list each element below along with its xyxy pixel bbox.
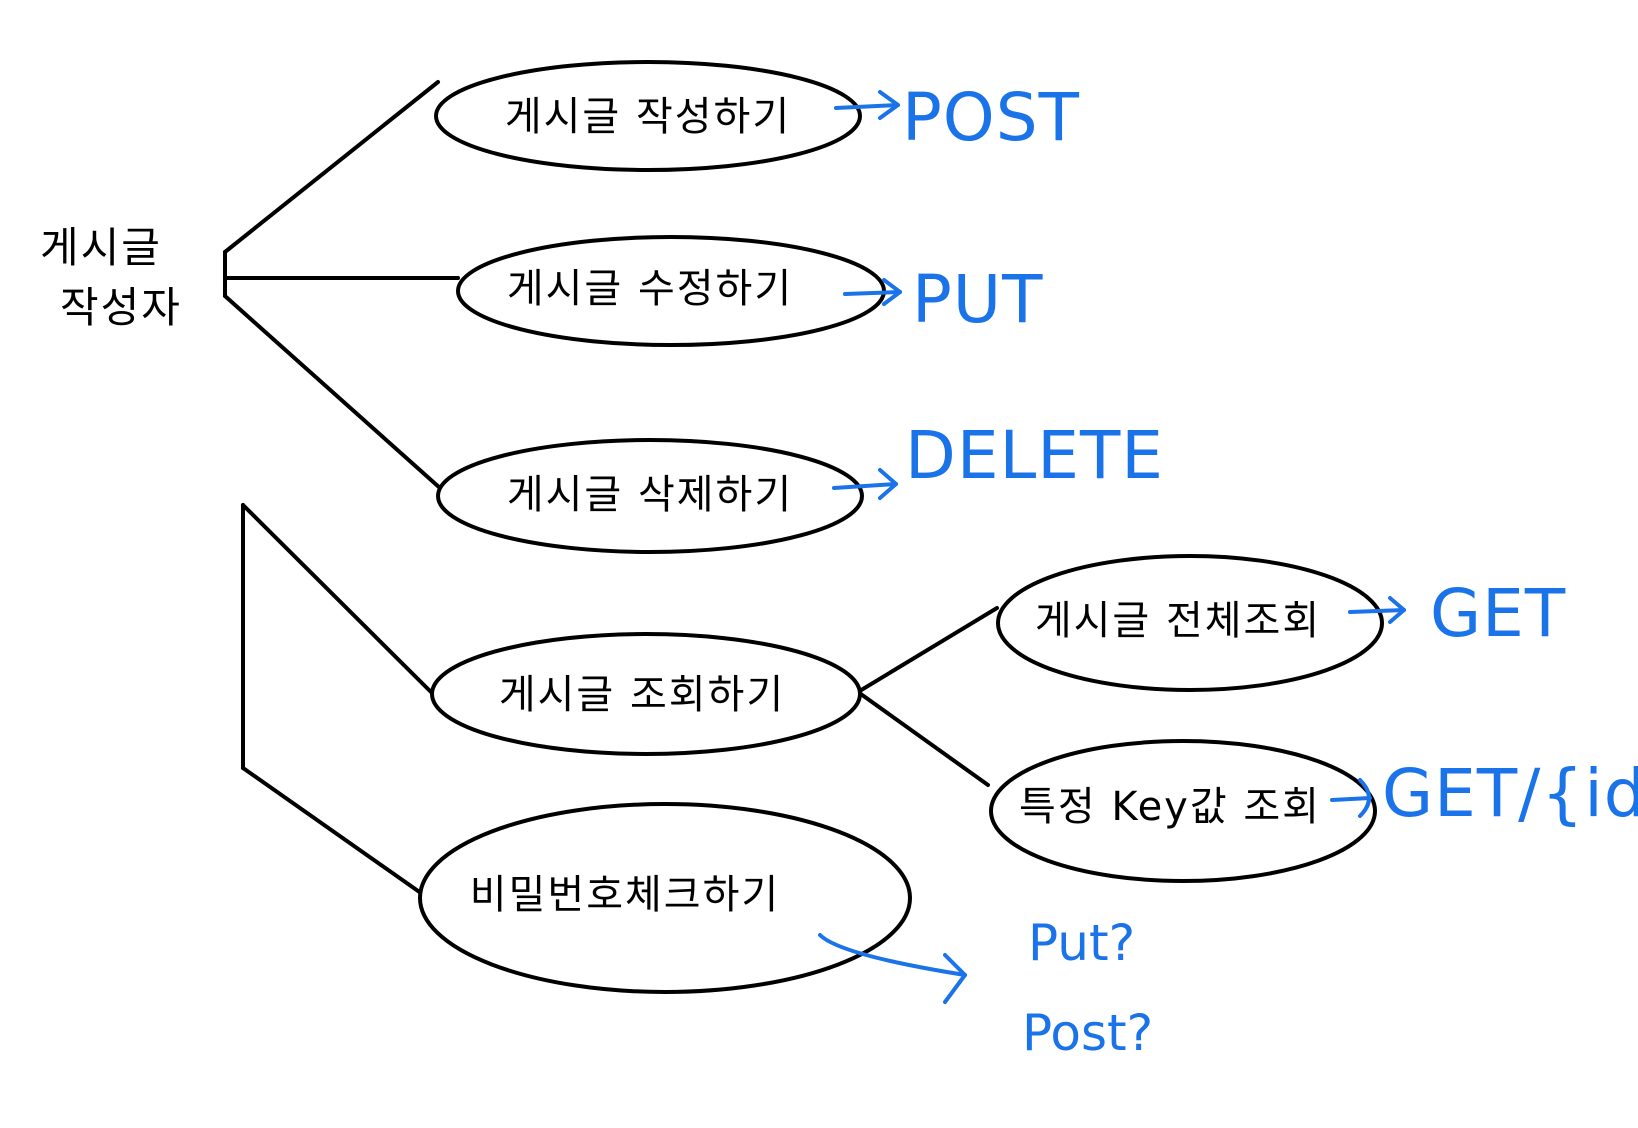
connector-delete xyxy=(223,294,442,490)
arrow-check-password xyxy=(818,933,967,1004)
method-put-question: Put? xyxy=(1028,914,1135,972)
use-case-check-password-ellipse xyxy=(418,802,912,994)
use-case-delete-label: 게시글 삭제하기 xyxy=(507,472,793,518)
use-case-create-ellipse xyxy=(434,60,862,172)
arrow-check-password-shaft xyxy=(818,933,967,977)
method-put: PUT xyxy=(912,261,1043,338)
use-case-read-by-key[interactable]: 특정 Key값 조회 xyxy=(989,739,1377,883)
use-case-read-all-label: 게시글 전체조회 xyxy=(1035,598,1321,644)
use-case-check-password-label: 비밀번호체크하기 xyxy=(470,872,780,918)
method-get-id: GET/{id} xyxy=(1382,755,1638,832)
arrow-post-head xyxy=(878,90,900,120)
arrow-delete xyxy=(832,468,898,500)
arrow-check-password-head xyxy=(943,953,967,1004)
use-case-update-label: 게시글 수정하기 xyxy=(507,266,793,312)
connector-read-all xyxy=(856,606,999,694)
method-delete: DELETE xyxy=(905,417,1164,494)
use-case-read-all[interactable]: 게시글 전체조회 xyxy=(996,554,1384,692)
use-case-read[interactable]: 게시글 조회하기 xyxy=(430,632,862,756)
actor-label-line2: 작성자 xyxy=(60,283,182,332)
use-case-read-by-key-ellipse xyxy=(989,739,1377,883)
method-annotations: POST PUT DELETE GET GET/{id} P xyxy=(818,79,1638,1062)
use-case-delete-ellipse xyxy=(436,438,864,554)
arrow-get-shaft xyxy=(1348,608,1406,614)
connector-read-by-key xyxy=(856,690,990,787)
arrow-post-shaft xyxy=(834,103,900,110)
arrow-get xyxy=(1348,596,1406,624)
arrow-put-head xyxy=(882,278,902,306)
actor: 게시글 작성자 xyxy=(40,223,182,332)
method-post-question: Post? xyxy=(1022,1004,1153,1062)
use-case-create-label: 게시글 작성하기 xyxy=(505,94,791,140)
method-get: GET xyxy=(1430,575,1566,652)
use-case-read-by-key-label: 특정 Key값 조회 xyxy=(1019,784,1321,830)
connector-read xyxy=(241,503,436,697)
actor-connectors xyxy=(223,80,999,900)
arrow-put xyxy=(843,278,902,306)
arrow-post xyxy=(834,90,900,120)
arrow-delete-shaft xyxy=(832,482,898,490)
use-case-check-password[interactable]: 비밀번호체크하기 xyxy=(418,802,912,994)
actor-label-line1: 게시글 xyxy=(40,223,162,272)
use-case-create[interactable]: 게시글 작성하기 xyxy=(434,60,862,172)
connector-create xyxy=(223,80,440,254)
use-case-read-label: 게시글 조회하기 xyxy=(499,672,785,718)
use-case-read-all-ellipse xyxy=(996,554,1384,692)
use-case-read-ellipse xyxy=(430,632,862,756)
arrow-get-id-head xyxy=(1358,778,1371,818)
arrow-get-id-shaft xyxy=(1330,796,1372,802)
arrow-put-shaft xyxy=(843,290,902,296)
use-case-delete[interactable]: 게시글 삭제하기 xyxy=(436,438,864,554)
use-case-update[interactable]: 게시글 수정하기 xyxy=(456,235,886,347)
arrow-get-id xyxy=(1330,778,1372,818)
method-post: POST xyxy=(902,79,1080,156)
arrow-get-head xyxy=(1388,596,1406,624)
arrow-delete-head xyxy=(878,468,898,500)
connector-check-password xyxy=(241,766,430,900)
